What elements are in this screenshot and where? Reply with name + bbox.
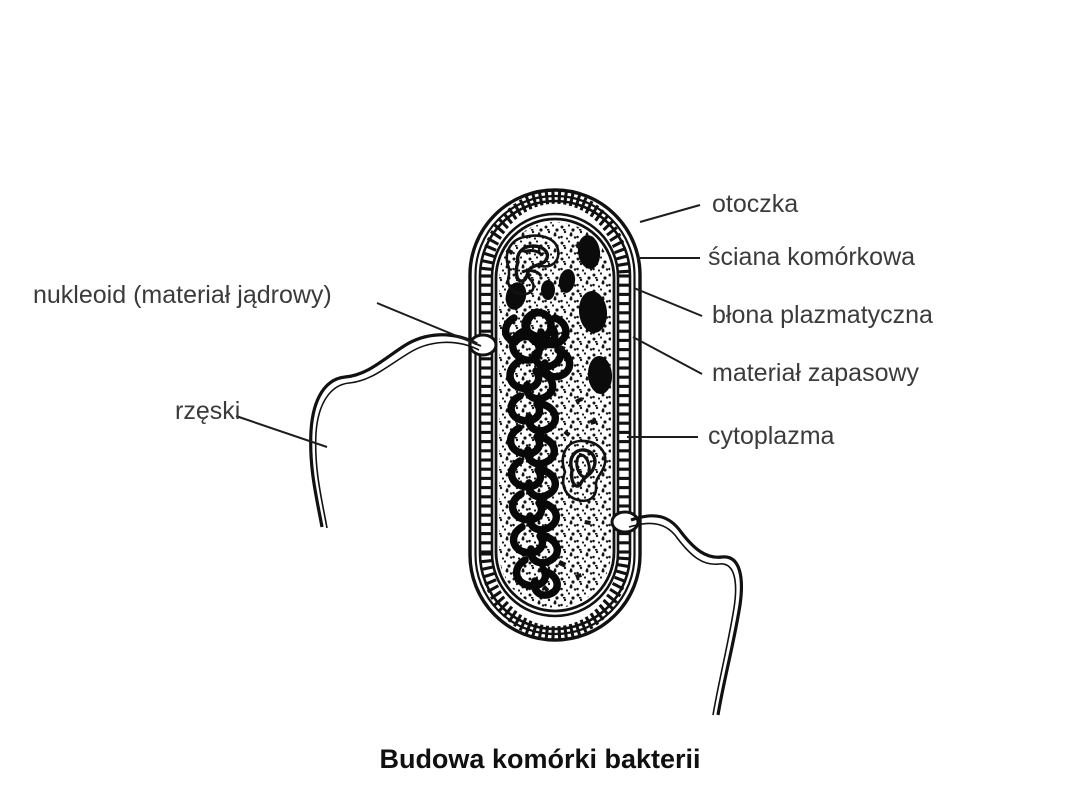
mesosome-lower	[561, 439, 607, 503]
leader-blona-plazmatyczna	[633, 287, 703, 317]
cell-wall-hatch	[537, 191, 544, 206]
cell-wall-hatch	[557, 626, 562, 640]
cell-wall-hatch	[617, 261, 630, 267]
leader-otoczka	[639, 204, 701, 223]
cell-wall-hatch	[609, 587, 622, 598]
cell-wall-hatch	[563, 625, 569, 640]
cell-wall-hatch	[486, 584, 500, 594]
cell-wall-hatch	[482, 571, 495, 579]
cell-wall-hatch	[484, 578, 497, 586]
cell-wall-hatch	[480, 565, 494, 572]
cell-wall-hatch	[497, 600, 509, 613]
cell-wall-hatch	[584, 200, 594, 214]
cell-wall-hatch	[606, 593, 618, 604]
cell-wall-hatch	[574, 621, 582, 636]
cell-wall-hatch	[611, 239, 625, 248]
cell-wall-hatch	[579, 619, 588, 633]
cell-wall-hatch	[589, 612, 600, 626]
cell-wall-hatch	[480, 559, 493, 564]
cell-wall-hatch	[537, 624, 544, 639]
leader-rzeski	[235, 415, 328, 448]
cell-wall-hatch	[589, 204, 600, 218]
cell-wall-hatch	[568, 192, 575, 207]
cytoplasm-flecks	[506, 242, 598, 593]
label-sciana-komorkowa: ściana komórkowa	[708, 243, 915, 271]
cell-wall-hatch	[544, 190, 550, 205]
label-nukleoid: nukleoid (materiał jądrowy)	[33, 281, 332, 309]
cell-wall-hatch	[502, 605, 514, 618]
label-blona-plazmatyczna: błona plazmatyczna	[712, 301, 933, 329]
label-cytoplazma: cytoplazma	[708, 422, 835, 450]
cell-wall-hatch	[598, 214, 610, 227]
cell-wall-hatch	[584, 616, 594, 630]
cell-wall-hatch	[617, 563, 630, 569]
cell-wall-hatch	[557, 190, 562, 204]
cell-wall-hatch	[502, 212, 514, 225]
cell-wall-hatch	[489, 590, 502, 600]
cell-wall-hatch	[544, 625, 550, 640]
cell-wall-hatch	[513, 613, 523, 628]
cell-wall-hatch	[568, 623, 575, 638]
cell-wall-hatch	[609, 232, 622, 243]
cell-wall-hatch	[598, 603, 610, 616]
labels-right: otoczka ściana komórkowa błona plazmatyc…	[708, 190, 933, 450]
cell-wall-hatch	[531, 193, 538, 208]
cell-wall-hatch	[489, 230, 502, 240]
cell-wall-hatch	[615, 569, 629, 576]
flagellum-upper-left	[309, 333, 498, 529]
nukleoid-strand	[501, 308, 574, 599]
cell-wall-hatch	[606, 226, 618, 237]
cell-wall-hatch	[524, 620, 533, 635]
cell-wall-hatch	[602, 598, 614, 610]
cell-wall-hatch	[480, 258, 494, 265]
cell-wall-hatch	[482, 251, 495, 259]
cell-wall-hatch	[617, 556, 630, 561]
cell-wall-hatch	[594, 608, 605, 621]
cell-wall-hatch	[493, 223, 506, 235]
cell-wall-hatch	[493, 595, 506, 607]
cell-wall-hatch	[531, 622, 538, 637]
cell-wall-hatch	[484, 244, 497, 252]
mesosome-upper	[505, 234, 560, 296]
flagellum-lower-right	[610, 510, 744, 716]
cell-wall-hatch	[507, 207, 518, 220]
cell-wall-hatch	[480, 266, 493, 271]
leader-lines	[235, 204, 703, 448]
cell-wall-hatch	[615, 254, 629, 261]
labels-left: nukleoid (materiał jądrowy) rzęski	[33, 281, 332, 425]
figure-caption: Budowa komórki bakterii	[379, 744, 700, 774]
cell-wall-hatch	[614, 246, 627, 255]
cell-wall-hatch	[574, 194, 582, 209]
cell-wall-hatch	[614, 575, 627, 584]
cell-wall-hatch	[507, 610, 518, 623]
cell-wall-hatch	[611, 582, 625, 591]
material-zapasowy-granules	[505, 235, 613, 394]
bacterial-cell	[468, 188, 642, 642]
leader-material-zapasowy	[632, 336, 703, 375]
cell-wall-hatch	[602, 220, 614, 232]
cell-wall-hatch	[579, 197, 588, 211]
label-material-zapasowy: materiał zapasowy	[712, 359, 920, 387]
rzeski-flagella	[309, 333, 744, 716]
label-otoczka: otoczka	[712, 190, 798, 218]
leader-nukleoid	[376, 302, 482, 347]
cell-wall-hatch	[486, 236, 500, 246]
label-rzeski: rzęski	[175, 397, 240, 425]
cell-wall-hatch	[497, 217, 509, 230]
cell-wall-hatch	[563, 190, 569, 205]
cell-wall-hatch	[518, 617, 528, 631]
cell-wall-hatch	[524, 195, 533, 210]
cell-wall-hatch	[513, 202, 523, 217]
cell-wall-hatch	[518, 199, 528, 213]
cell-wall-hatch	[617, 269, 630, 274]
cell-wall-hatch	[594, 209, 605, 222]
